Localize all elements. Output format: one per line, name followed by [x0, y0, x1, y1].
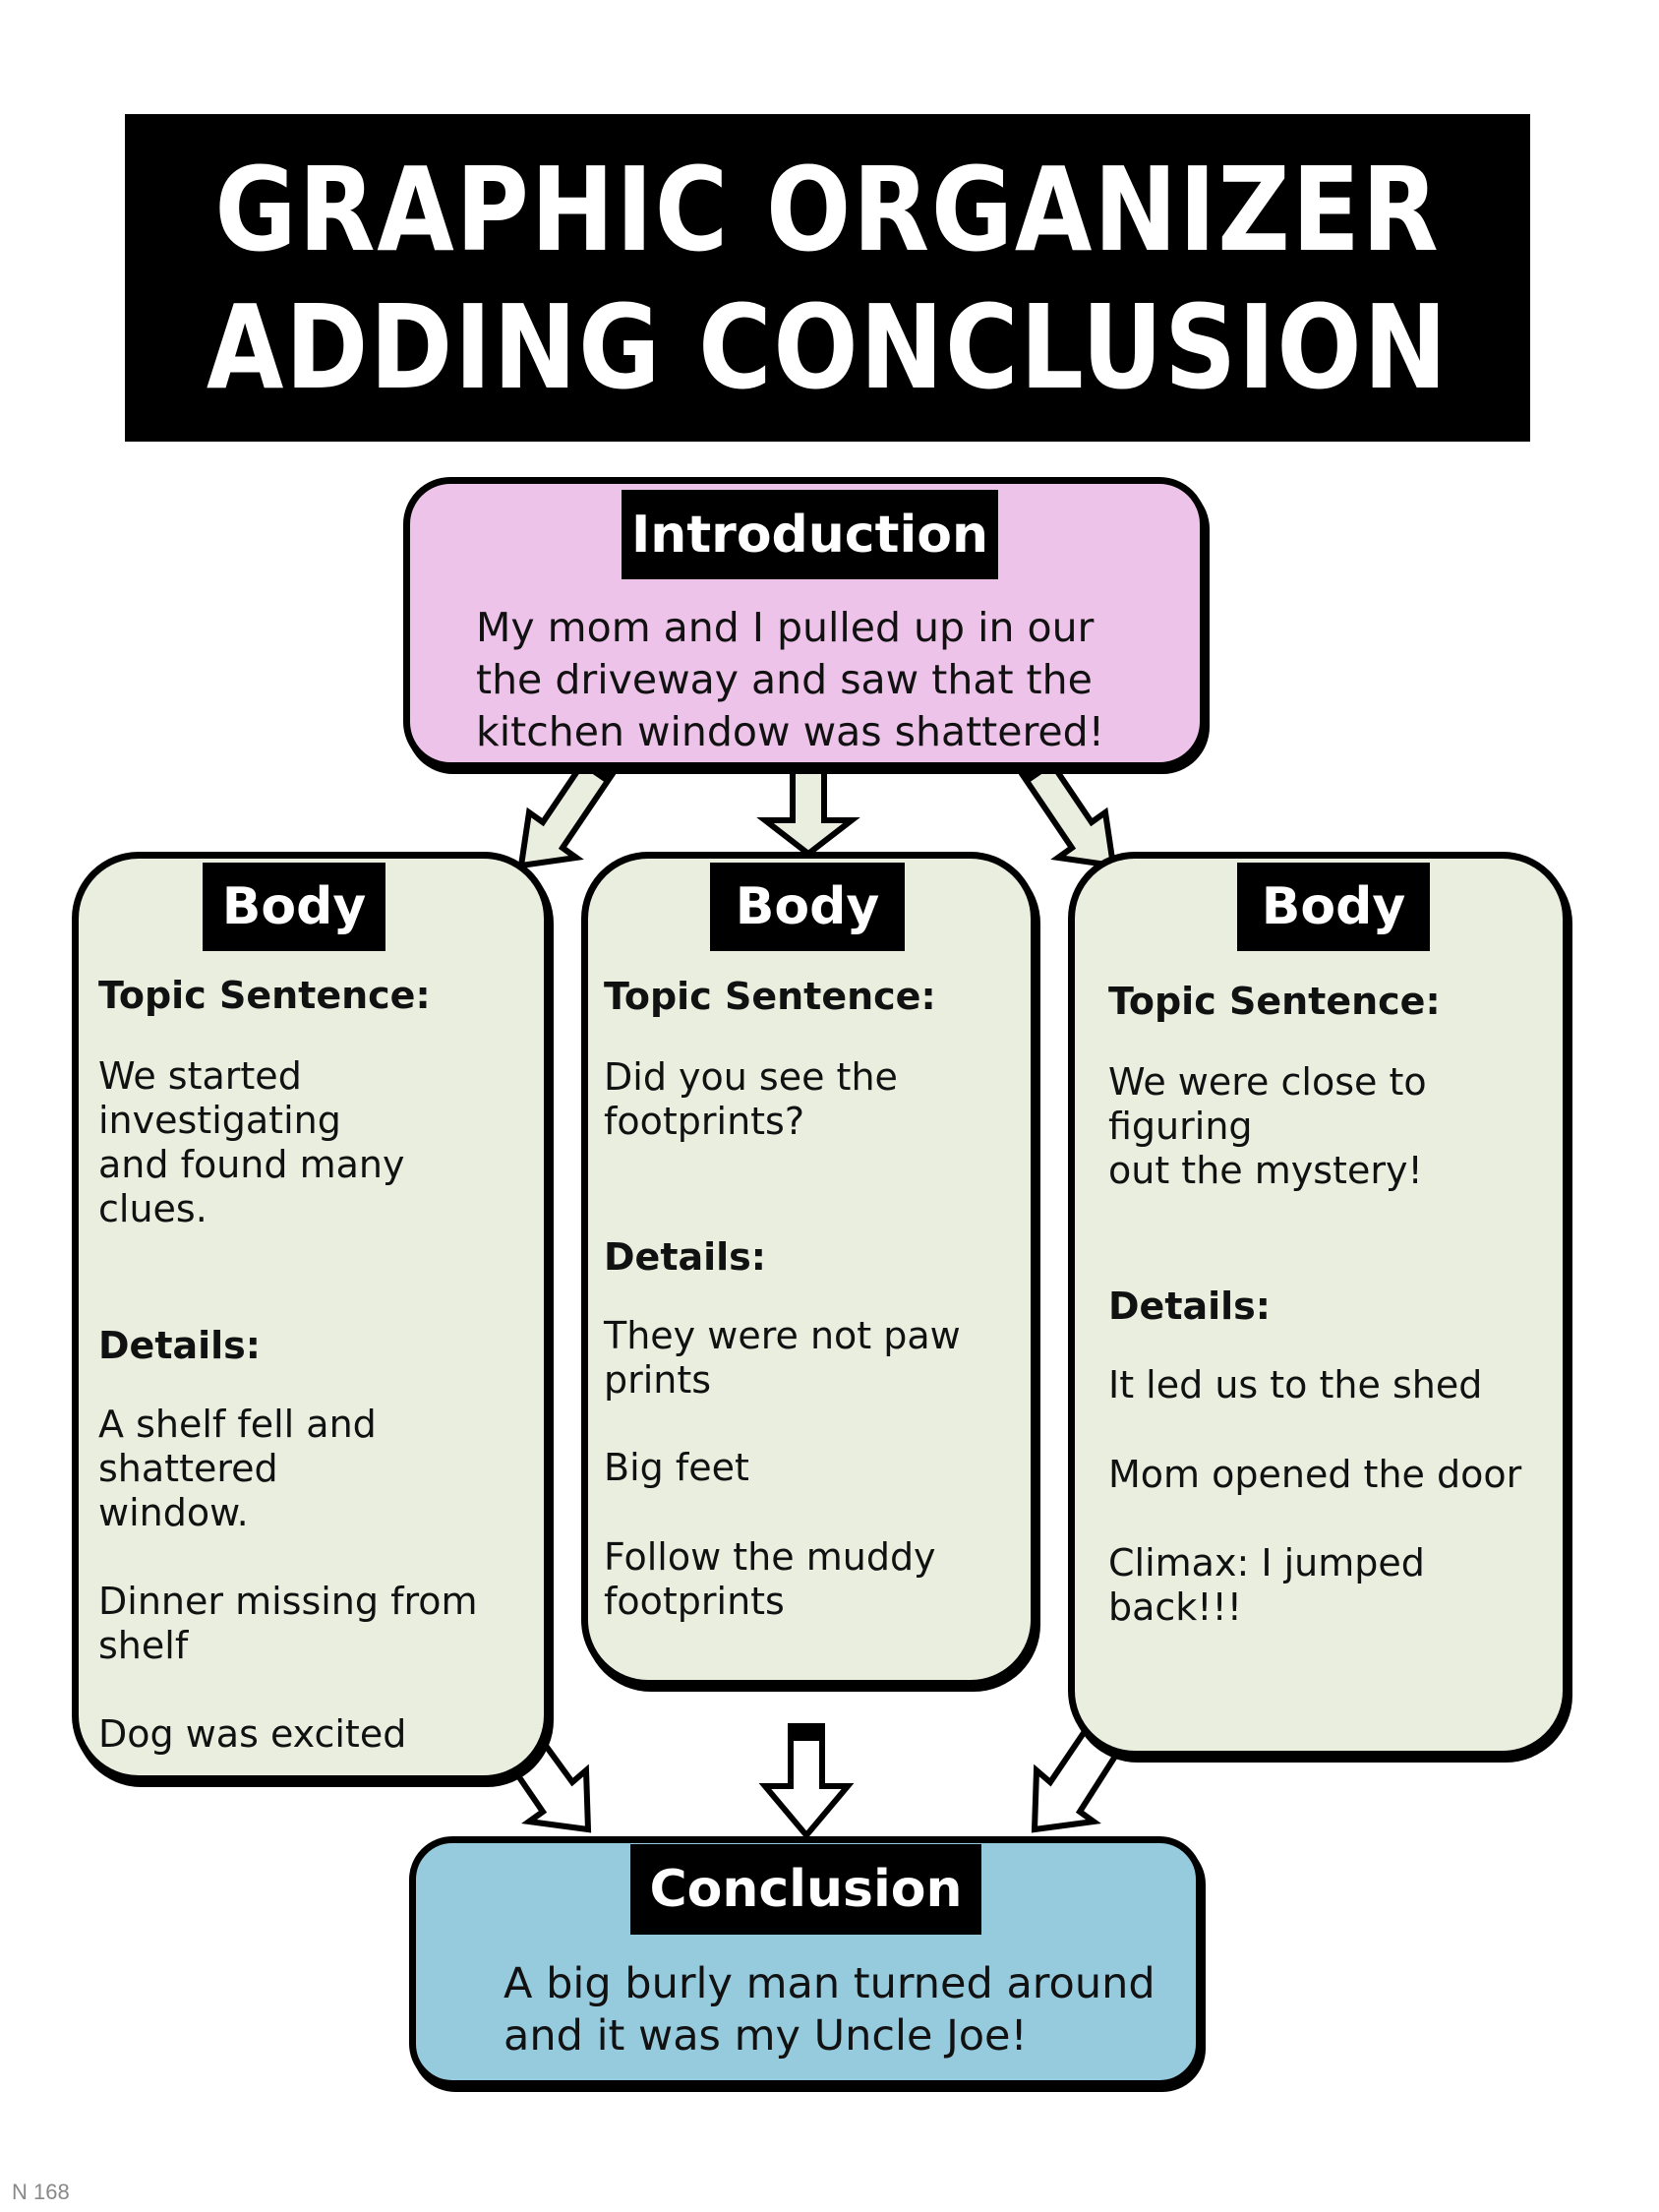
conclusion-text: A big burly man turned around and it was…: [504, 1959, 1155, 2061]
topic-text-2: Did you see the footprints?: [604, 1055, 898, 1143]
topic-text-3: We were close to figuring out the myster…: [1108, 1060, 1427, 1192]
introduction-label: Introduction: [622, 490, 998, 579]
detail-item-2-2: Big feet: [604, 1446, 749, 1489]
arrow-body-center-to-conclusion: [758, 1723, 855, 1840]
title-line-1: GRAPHIC ORGANIZER: [214, 141, 1441, 277]
detail-item-2-3: Follow the muddy footprints: [604, 1535, 936, 1623]
topic-heading-1: Topic Sentence:: [98, 974, 431, 1017]
details-heading-1: Details:: [98, 1324, 261, 1367]
body-label-3: Body: [1237, 863, 1430, 951]
details-heading-2: Details:: [604, 1235, 766, 1279]
details-heading-3: Details:: [1108, 1285, 1271, 1328]
page-number: N 168: [12, 2180, 70, 2204]
body-label-1: Body: [203, 863, 385, 951]
body-box-3: [1068, 852, 1570, 1758]
detail-item-1-3: Dog was excited: [98, 1712, 407, 1756]
detail-item-1-2: Dinner missing from shelf: [98, 1580, 478, 1667]
detail-item-2-1: They were not paw prints: [604, 1314, 961, 1402]
title-line-2: ADDING CONCLUSION: [206, 278, 1450, 415]
topic-heading-2: Topic Sentence:: [604, 975, 936, 1018]
conclusion-label: Conclusion: [630, 1844, 981, 1935]
detail-item-3-3: Climax: I jumped back!!!: [1108, 1541, 1425, 1629]
body-box-1: [72, 852, 551, 1782]
topic-text-1: We started investigating and found many …: [98, 1054, 405, 1230]
detail-item-1-1: A shelf fell and shattered window.: [98, 1403, 377, 1534]
topic-heading-3: Topic Sentence:: [1108, 980, 1441, 1023]
body-box-2: [581, 852, 1037, 1687]
body-label-2: Body: [710, 863, 905, 951]
title-banner: GRAPHIC ORGANIZER ADDING CONCLUSION: [125, 114, 1530, 442]
introduction-text: My mom and I pulled up in our the drivew…: [476, 604, 1105, 755]
detail-item-3-1: It led us to the shed: [1108, 1363, 1483, 1406]
detail-item-3-2: Mom opened the door: [1108, 1453, 1522, 1496]
